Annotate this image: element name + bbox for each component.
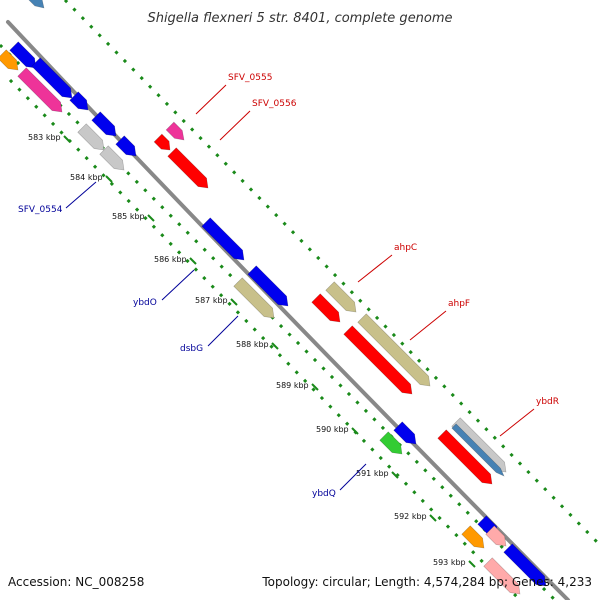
gene-feature-dsbg: [233, 277, 275, 319]
leader-line: [161, 269, 195, 301]
gene-feature-ybdo: [201, 217, 245, 261]
gene-label-ybdr: ybdR: [536, 397, 559, 407]
track-line-outer-plus: [63, 0, 600, 547]
gene-feature: [28, 0, 45, 9]
gene-label-dsbg: dsbG: [180, 344, 203, 354]
tick-mark: [468, 560, 476, 568]
gene-feature: [247, 265, 289, 307]
leader-line: [499, 408, 535, 437]
leader-line: [65, 181, 97, 209]
tick-mark: [311, 383, 319, 391]
gene-feature: [437, 429, 493, 485]
tick-label: 588 kbp: [236, 340, 269, 349]
gene-label-ybdq: ybdQ: [312, 489, 336, 499]
tick-mark: [351, 427, 359, 435]
gene-feature-ybdr: [451, 423, 505, 477]
tick-mark: [271, 342, 279, 350]
gene-features: [0, 0, 547, 595]
accession-text: Accession: NC_008258: [8, 575, 144, 589]
gene-feature: [503, 543, 547, 587]
gene-feature-ahpf: [357, 313, 431, 387]
tick-mark: [189, 257, 197, 265]
gene-feature: [31, 57, 73, 99]
gene-label-ahpf: ahpF: [448, 299, 470, 309]
leader-line: [409, 310, 447, 341]
track-line-inner-minus: [8, 78, 522, 600]
gene-label-ahpc: ahpC: [394, 243, 417, 253]
gene-label-sfv-0556: SFV_0556: [252, 99, 297, 109]
gene-feature-ybdq: [379, 431, 403, 455]
genome-summary-text: Topology: circular; Length: 4,574,284 bp…: [261, 575, 592, 589]
leader-line: [195, 84, 227, 115]
gene-feature: [483, 557, 521, 595]
gene-feature-sfv-0556: [167, 147, 209, 189]
gene-feature: [77, 123, 105, 151]
gene-feature: [343, 325, 413, 395]
tick-mark: [147, 214, 155, 222]
tick-mark: [429, 514, 437, 522]
tick-label: 586 kbp: [154, 255, 187, 264]
tick-label: 587 kbp: [195, 296, 228, 305]
gene-feature: [69, 91, 89, 111]
gene-feature: [393, 421, 417, 445]
tick-label: 592 kbp: [394, 512, 427, 521]
tick-label: 584 kbp: [70, 173, 103, 182]
gene-feature: [461, 525, 485, 549]
tick-mark: [230, 298, 238, 306]
map-title: Shigella flexneri 5 str. 8401, complete …: [147, 11, 452, 26]
tick-label: 585 kbp: [112, 212, 145, 221]
gene-feature-sfv-0555: [165, 121, 185, 141]
gene-feature: [99, 145, 125, 171]
tick-label: 593 kbp: [433, 558, 466, 567]
gene-feature-ahpc: [325, 281, 357, 313]
tick-label: 590 kbp: [316, 425, 349, 434]
gene-feature: [115, 135, 137, 157]
tick-mark: [391, 471, 399, 479]
gene-label-sfv-0554: SFV_0554: [18, 205, 63, 215]
gene-feature: [91, 111, 117, 137]
leader-line: [339, 463, 367, 491]
leader-line: [207, 315, 239, 347]
gene-feature: [485, 525, 507, 547]
gene-label-sfv-0555: SFV_0555: [228, 73, 272, 83]
leader-line: [357, 254, 393, 283]
tick-label: 583 kbp: [28, 133, 61, 142]
gene-feature: [0, 49, 19, 71]
kbp-ticks: 583 kbp 584 kbp 585 kbp 586 kbp 587 kbp 588 k…: [28, 133, 476, 568]
gene-feature: [17, 67, 63, 113]
tick-mark: [105, 175, 113, 183]
leader-line: [219, 110, 251, 141]
gene-feature: [153, 133, 171, 151]
tick-label: 591 kbp: [356, 469, 389, 478]
gene-feature: [311, 293, 341, 323]
tick-label: 589 kbp: [276, 381, 309, 390]
tick-mark: [63, 135, 71, 143]
gene-label-ybdo: ybdO: [133, 298, 157, 308]
